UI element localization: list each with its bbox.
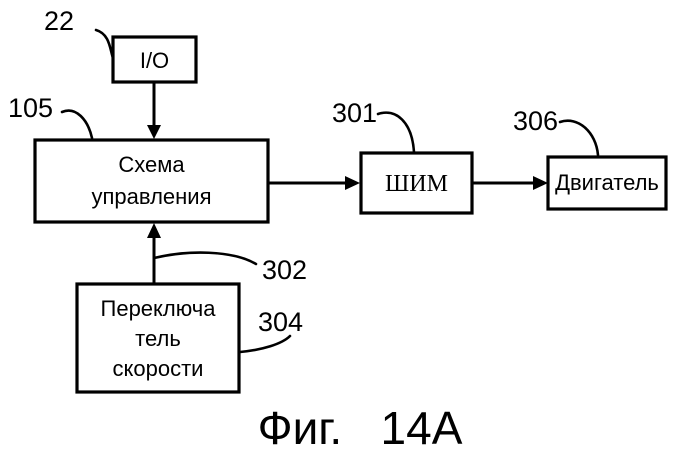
pwm-leader-line [378, 113, 414, 152]
control-label-line2: управления [92, 184, 212, 209]
signal-ref-number: 302 [262, 255, 307, 285]
io-block: I/O [113, 37, 196, 82]
control-label-line1: Схема [118, 152, 185, 177]
io-ref-number: 22 [44, 6, 74, 36]
control-circuit-block: Схема управления [35, 140, 268, 222]
pwm-ref-number: 301 [332, 98, 377, 128]
pwm-to-motor-arrow [472, 176, 548, 190]
switch-to-control-arrow [147, 223, 161, 284]
switch-label-line1: Переключа [101, 296, 217, 321]
motor-leader-line [560, 121, 598, 155]
motor-block: Двигатель [548, 157, 666, 209]
control-leader-line [62, 111, 92, 138]
motor-label: Двигатель [555, 170, 659, 195]
figure-caption: Фиг. 14А [258, 402, 463, 454]
control-to-pwm-arrow [268, 176, 360, 190]
switch-ref-number: 304 [258, 307, 303, 337]
switch-label-line2: тель [135, 326, 181, 351]
motor-ref-number: 306 [513, 106, 558, 136]
switch-leader-line [240, 336, 290, 352]
signal-leader-line [154, 253, 256, 264]
pwm-block: ШИМ [361, 153, 472, 213]
speed-switch-block: Переключа тель скорости [77, 284, 239, 392]
control-ref-number: 105 [8, 93, 53, 123]
pwm-label: ШИМ [385, 171, 448, 197]
io-label: I/O [140, 48, 169, 73]
io-to-control-arrow [147, 82, 161, 139]
switch-label-line3: скорости [113, 356, 204, 381]
io-leader-line [96, 30, 113, 58]
